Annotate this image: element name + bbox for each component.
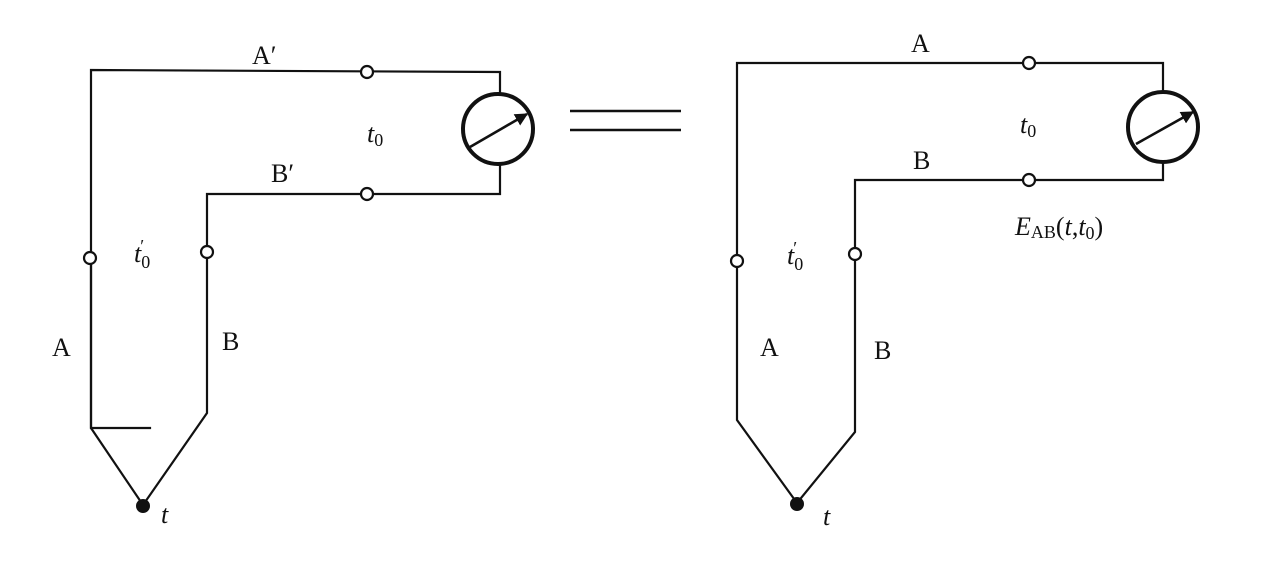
left-lead-a xyxy=(89,256,145,507)
needle-arrow-icon xyxy=(469,112,529,149)
galvanometer-body xyxy=(461,92,535,166)
left-galvanometer xyxy=(461,92,535,166)
equivalence-sign xyxy=(570,109,681,132)
right-label-b: B xyxy=(913,146,930,175)
right-terminal-b-ref xyxy=(847,246,863,262)
right-label-lead-b: B xyxy=(874,336,891,365)
left-label-t0-prime: t0′ xyxy=(134,236,150,272)
right-terminal-a-ref xyxy=(729,253,745,269)
left-conductor-b xyxy=(141,162,502,507)
left-terminal-a-ref xyxy=(82,250,98,266)
left-circuit: A′ B′ t0 t0′ A B t xyxy=(52,41,535,529)
left-terminal-b-cold xyxy=(359,186,375,202)
left-hot-junction xyxy=(136,499,150,513)
left-label-a-prime: A′ xyxy=(252,41,276,70)
left-terminal-b-ref xyxy=(199,244,215,260)
left-label-b-prime: B′ xyxy=(271,159,294,188)
right-label-lead-a: A xyxy=(760,333,779,362)
left-label-t0: t0 xyxy=(367,119,383,150)
right-terminal-b-cold xyxy=(1021,172,1037,188)
right-galvanometer xyxy=(1126,90,1200,164)
left-label-lead-a: A xyxy=(52,333,71,362)
right-label-hot-t: t xyxy=(823,502,831,531)
right-emf-expression: EAB(t,t0) xyxy=(1014,212,1103,243)
right-label-t0: t0 xyxy=(1020,110,1036,141)
right-conductor-b xyxy=(795,160,1165,505)
right-terminal-a-cold xyxy=(1021,55,1037,71)
right-conductor-a xyxy=(735,61,1165,262)
right-lead-a xyxy=(735,258,799,505)
galvanometer-body xyxy=(1126,90,1200,164)
right-label-t0-prime: t0′ xyxy=(787,238,803,274)
left-conductor-a xyxy=(89,68,502,430)
left-label-hot-t: t xyxy=(161,500,169,529)
right-hot-junction xyxy=(790,497,804,511)
needle-arrow-icon xyxy=(1135,110,1195,146)
left-terminal-a-cold xyxy=(359,64,375,80)
right-circuit: A B t0 t0′ A B t EAB(t,t0) xyxy=(729,29,1200,531)
left-label-lead-b: B xyxy=(222,327,239,356)
right-label-a: A xyxy=(911,29,930,58)
